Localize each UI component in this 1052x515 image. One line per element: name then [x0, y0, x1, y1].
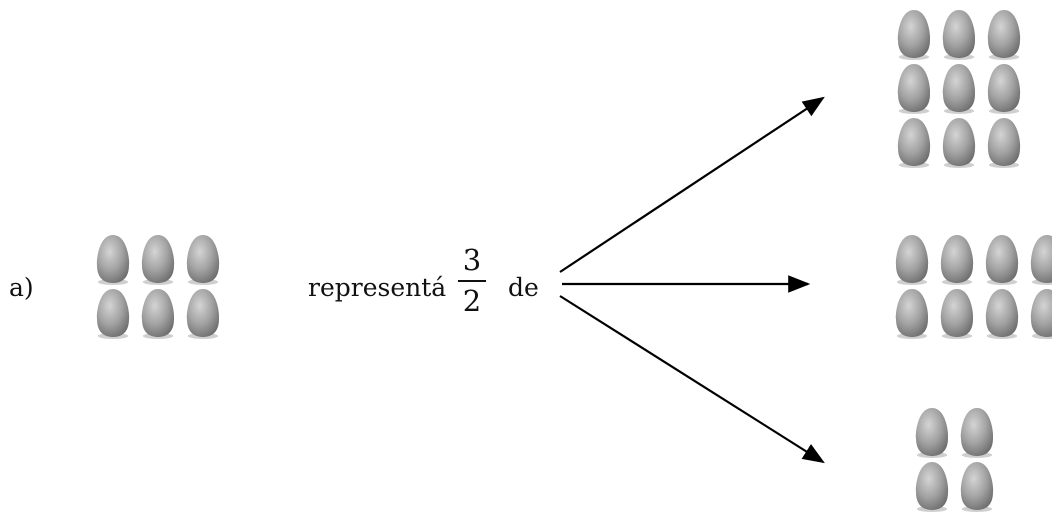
egg — [186, 289, 220, 339]
fraction: 3 2 — [456, 246, 488, 316]
egg-group-option-1 — [897, 10, 1021, 168]
egg-group-option-3 — [915, 408, 994, 512]
egg — [141, 289, 175, 339]
arrow-down — [559, 295, 825, 464]
egg-group-source — [96, 235, 220, 339]
egg — [960, 462, 994, 512]
egg — [987, 64, 1021, 114]
egg — [1030, 289, 1052, 339]
egg — [141, 235, 175, 285]
egg — [985, 235, 1019, 285]
egg — [96, 289, 130, 339]
egg — [915, 462, 949, 512]
egg — [897, 64, 931, 114]
egg — [897, 10, 931, 60]
egg — [960, 408, 994, 458]
egg — [985, 289, 1019, 339]
fraction-denominator: 2 — [462, 284, 482, 318]
sentence-prefix: representá — [308, 273, 447, 302]
egg — [897, 118, 931, 168]
egg — [942, 118, 976, 168]
egg — [915, 408, 949, 458]
egg — [942, 10, 976, 60]
egg-group-option-2 — [895, 235, 1052, 339]
egg — [940, 289, 974, 339]
item-label: a) — [9, 273, 34, 302]
egg — [1030, 235, 1052, 285]
egg — [96, 235, 130, 285]
fraction-numerator: 3 — [462, 243, 482, 277]
egg — [940, 235, 974, 285]
egg — [895, 289, 929, 339]
egg — [987, 10, 1021, 60]
sentence-suffix: de — [508, 273, 539, 302]
egg — [895, 235, 929, 285]
egg — [942, 64, 976, 114]
arrow-up — [559, 96, 825, 273]
egg — [186, 235, 220, 285]
egg — [987, 118, 1021, 168]
fraction-bar — [458, 280, 486, 282]
